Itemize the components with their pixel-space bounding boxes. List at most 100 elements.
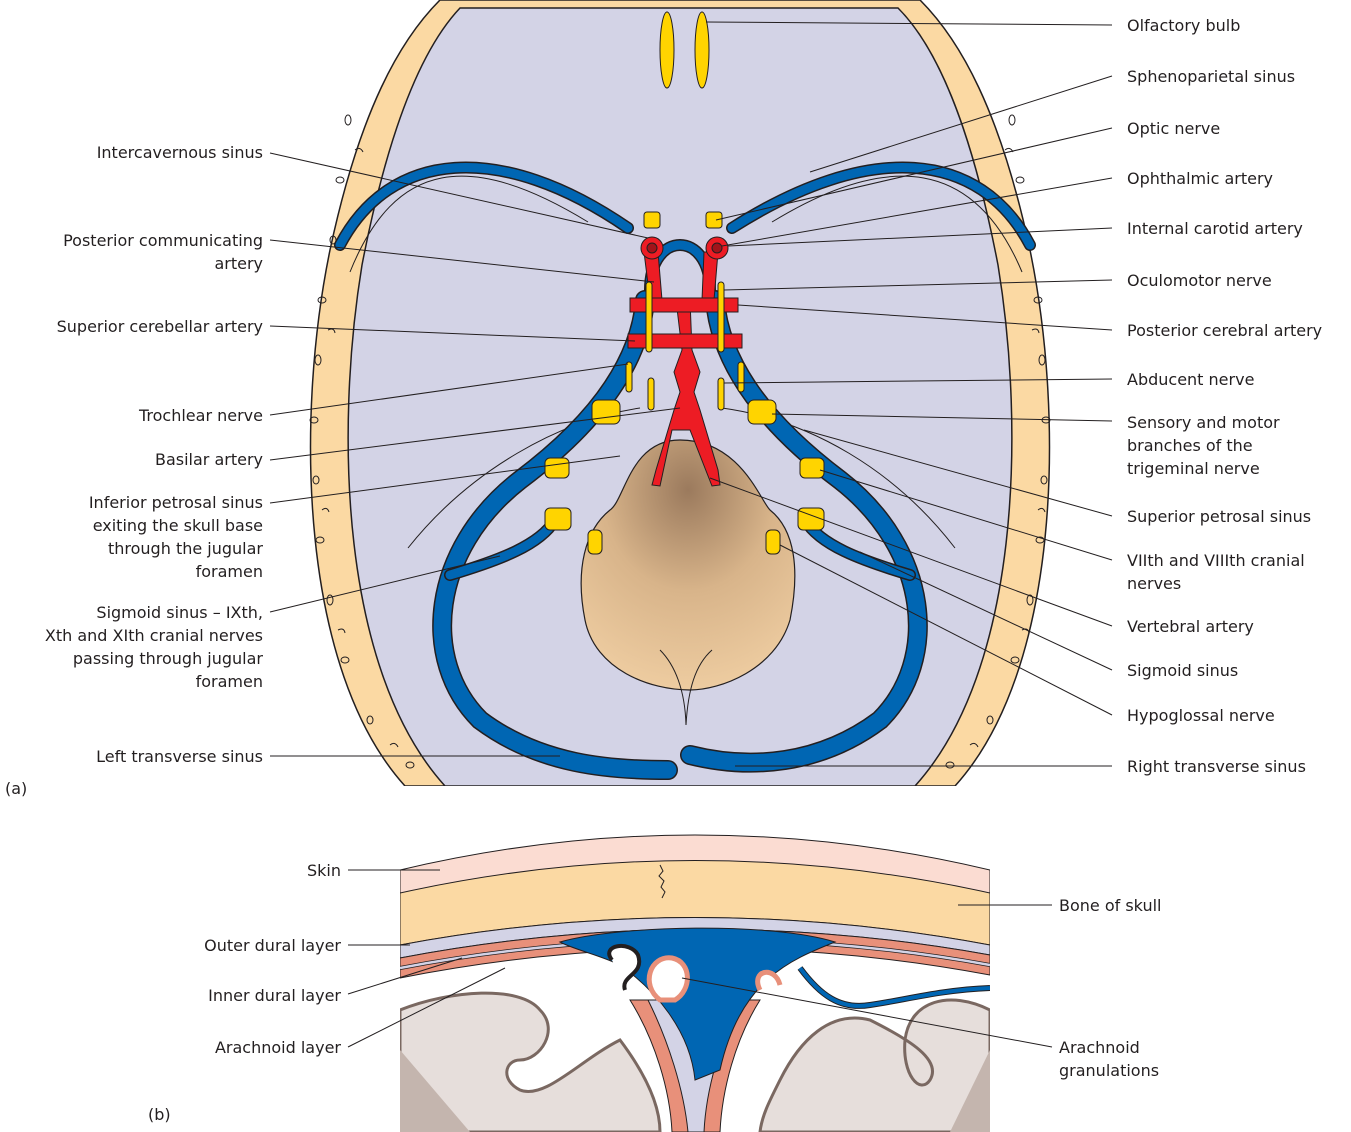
jugular-nerves-left <box>545 508 571 530</box>
label-line: Olfactory bulb <box>1127 16 1240 35</box>
label-line: Bone of skull <box>1059 896 1161 915</box>
label-sigmoid-sinus-ixth-xth-and-xith-cranial-nerves-passing-through-jugular-foramen: Sigmoid sinus – IXth, Xth and XIth crania… <box>45 603 264 691</box>
label-inner-dural-layer: Inner dural layer <box>208 986 341 1005</box>
label-line: Basilar artery <box>155 450 263 469</box>
label-line: Inner dural layer <box>208 986 341 1005</box>
trochlear-nerve-left <box>626 362 632 392</box>
trochlear-nerve-right <box>738 362 744 392</box>
panel-b-tag: (b) <box>148 1105 171 1124</box>
arachnoid-granulation-right <box>758 972 780 990</box>
oculomotor-nerve-left <box>646 282 652 352</box>
label-line: Left transverse sinus <box>96 747 263 766</box>
label-arachnoid-layer: Arachnoid layer <box>215 1038 341 1057</box>
label-outer-dural-layer: Outer dural layer <box>204 936 341 955</box>
optic-nerve-left <box>644 212 660 228</box>
label-line: Inferior petrosal sinus <box>89 493 263 512</box>
label-line: Superior cerebellar artery <box>57 317 263 336</box>
label-line: Sensory and motor <box>1127 413 1280 432</box>
label-arachnoid-granulations: Arachnoid granulations <box>1059 1038 1159 1080</box>
abducent-nerve-left <box>648 378 654 410</box>
label-skin: Skin <box>307 861 341 880</box>
label-abducent-nerve: Abducent nerve <box>1127 370 1254 389</box>
label-line: granulations <box>1059 1061 1159 1080</box>
label-line: Internal carotid artery <box>1127 219 1303 238</box>
label-bone-of-skull: Bone of skull <box>1059 896 1161 915</box>
panel-a-tag: (a) <box>5 779 27 798</box>
label-olfactory-bulb: Olfactory bulb <box>1127 16 1240 35</box>
label-line: Xth and XIth cranial nerves <box>45 626 263 645</box>
abducent-nerve-right <box>718 378 724 410</box>
olfactory-bulb-left <box>660 12 674 88</box>
label-line: VIIth and VIIIth cranial <box>1127 551 1305 570</box>
label-line: Vertebral artery <box>1127 617 1254 636</box>
label-sigmoid-sinus: Sigmoid sinus <box>1127 661 1238 680</box>
label-line: artery <box>214 254 263 273</box>
arachnoid-granulation-center <box>649 958 687 1000</box>
label-line: foramen <box>196 562 263 581</box>
label-line: Sphenoparietal sinus <box>1127 67 1295 86</box>
label-line: through the jugular <box>108 539 263 558</box>
label-line: Posterior communicating <box>63 231 263 250</box>
label-sphenoparietal-sinus: Sphenoparietal sinus <box>1127 67 1295 86</box>
label-line: Intercavernous sinus <box>97 143 263 162</box>
oculomotor-nerve-right <box>718 282 724 352</box>
label-right-transverse-sinus: Right transverse sinus <box>1127 757 1306 776</box>
label-vertebral-artery: Vertebral artery <box>1127 617 1254 636</box>
label-line: Right transverse sinus <box>1127 757 1306 776</box>
brain-right <box>760 1000 990 1132</box>
optic-nerve-right <box>706 212 722 228</box>
olfactory-bulb-right <box>695 12 709 88</box>
label-superior-cerebellar-artery: Superior cerebellar artery <box>57 317 263 336</box>
facial-vestibulocochlear-right <box>800 458 824 478</box>
label-line: branches of the <box>1127 436 1253 455</box>
label-line: Abducent nerve <box>1127 370 1254 389</box>
label-line: Oculomotor nerve <box>1127 271 1272 290</box>
label-line: exiting the skull base <box>93 516 263 535</box>
label-oculomotor-nerve: Oculomotor nerve <box>1127 271 1272 290</box>
label-left-transverse-sinus: Left transverse sinus <box>96 747 263 766</box>
label-line: foramen <box>196 672 263 691</box>
label-line: Arachnoid layer <box>215 1038 341 1057</box>
label-line: Outer dural layer <box>204 936 341 955</box>
arachnoid-granulation-left <box>609 946 639 990</box>
hypoglossal-nerve-right <box>766 530 780 554</box>
superior-cerebellar-artery <box>628 334 742 348</box>
label-posterior-cerebral-artery: Posterior cerebral artery <box>1127 321 1322 340</box>
label-line: Trochlear nerve <box>138 406 263 425</box>
label-line: Sigmoid sinus <box>1127 661 1238 680</box>
label-line: trigeminal nerve <box>1127 459 1260 478</box>
label-line: nerves <box>1127 574 1181 593</box>
label-line: Skin <box>307 861 341 880</box>
label-internal-carotid-artery: Internal carotid artery <box>1127 219 1303 238</box>
label-line: Posterior cerebral artery <box>1127 321 1322 340</box>
label-ophthalmic-artery: Ophthalmic artery <box>1127 169 1273 188</box>
label-line: Optic nerve <box>1127 119 1220 138</box>
label-basilar-artery: Basilar artery <box>155 450 263 469</box>
label-optic-nerve: Optic nerve <box>1127 119 1220 138</box>
hypoglossal-nerve-left <box>588 530 602 554</box>
label-superior-petrosal-sinus: Superior petrosal sinus <box>1127 507 1311 526</box>
facial-vestibulocochlear-left <box>545 458 569 478</box>
label-sensory-and-motor-branches-of-the-trigeminal-nerve: Sensory and motor branches of the trigemin… <box>1127 413 1280 478</box>
trigeminal-nerve-right <box>748 400 776 424</box>
label-line: Sigmoid sinus – IXth, <box>96 603 263 622</box>
label-intercavernous-sinus: Intercavernous sinus <box>97 143 263 162</box>
label-posterior-communicating-artery: Posterior communicating artery <box>63 231 263 273</box>
label-line: Arachnoid <box>1059 1038 1140 1057</box>
label-line: Superior petrosal sinus <box>1127 507 1311 526</box>
label-trochlear-nerve: Trochlear nerve <box>138 406 263 425</box>
label-inferior-petrosal-sinus-exiting-the-skull-base-through-the-jugular-foramen: Inferior petrosal sinus exiting the skull… <box>89 493 264 581</box>
label-hypoglossal-nerve: Hypoglossal nerve <box>1127 706 1275 725</box>
label-line: passing through jugular <box>73 649 264 668</box>
label-line: Hypoglossal nerve <box>1127 706 1275 725</box>
trigeminal-nerve-left <box>592 400 620 424</box>
label-line: Ophthalmic artery <box>1127 169 1273 188</box>
label-viith-and-viiith-cranial-nerves: VIIth and VIIIth cranial nerves <box>1127 551 1305 593</box>
